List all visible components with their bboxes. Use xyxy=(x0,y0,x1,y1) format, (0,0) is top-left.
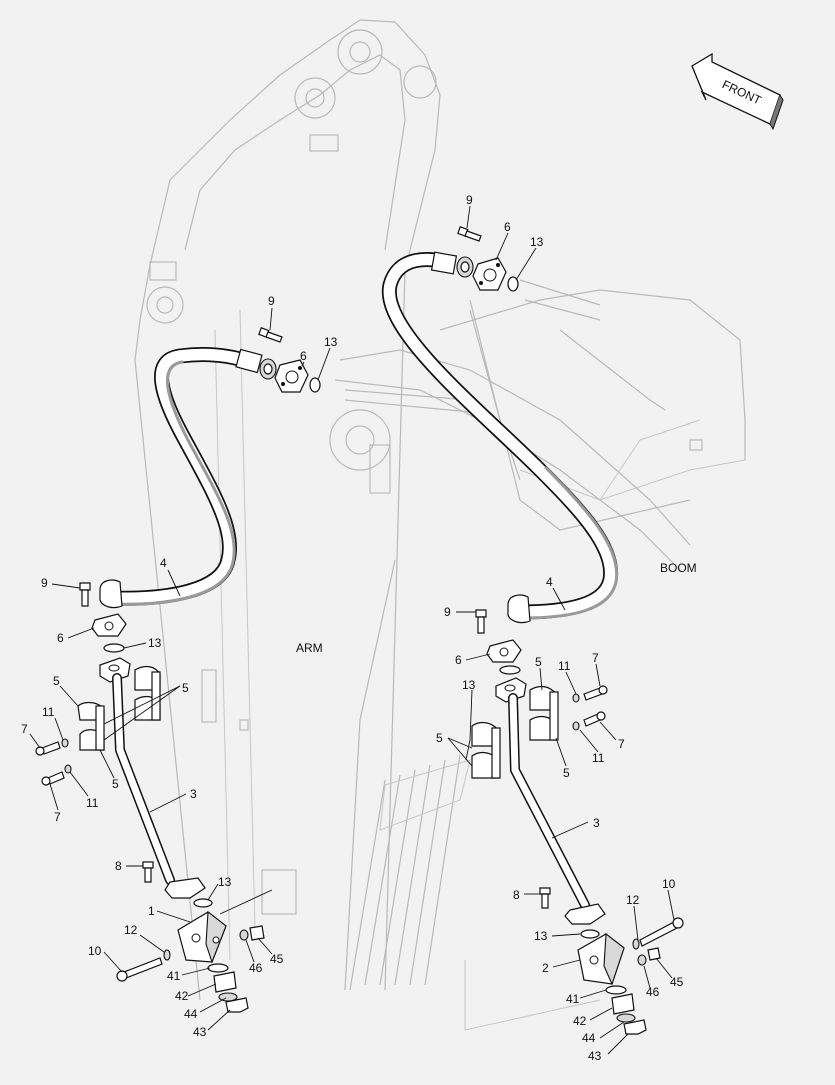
callout-5: 5 xyxy=(535,655,542,669)
callout-6: 6 xyxy=(300,349,307,363)
o-ring-top-left xyxy=(309,377,321,393)
callout-45: 45 xyxy=(270,952,284,966)
callout-45: 45 xyxy=(670,975,684,989)
callout-11: 11 xyxy=(42,705,55,719)
callout-12: 12 xyxy=(626,893,640,907)
right-lower-assembly xyxy=(471,594,684,1035)
callouts: 9 6 13 9 6 13 4 4 9 6 13 5 5 5 11 7 11 7… xyxy=(21,193,684,1063)
callout-13: 13 xyxy=(530,235,544,249)
callout-13: 13 xyxy=(462,678,476,692)
callout-11: 11 xyxy=(558,659,571,673)
callout-8: 8 xyxy=(513,888,520,902)
callout-44: 44 xyxy=(582,1031,596,1045)
callout-9: 9 xyxy=(41,576,48,590)
callout-7: 7 xyxy=(592,651,599,665)
callout-13: 13 xyxy=(148,636,162,650)
callout-6: 6 xyxy=(504,220,511,234)
callout-13: 13 xyxy=(218,875,232,889)
callout-11: 11 xyxy=(592,751,605,765)
callout-1: 1 xyxy=(148,904,155,918)
callout-46: 46 xyxy=(646,985,660,999)
callout-8: 8 xyxy=(115,859,122,873)
callout-13: 13 xyxy=(534,929,548,943)
callout-3: 3 xyxy=(190,787,197,801)
arm-label: ARM xyxy=(296,641,323,655)
callout-4: 4 xyxy=(546,575,553,589)
callout-6: 6 xyxy=(455,653,462,667)
callout-5: 5 xyxy=(53,674,60,688)
callout-5: 5 xyxy=(182,681,189,695)
machine-outline xyxy=(134,19,746,1031)
callout-9: 9 xyxy=(268,294,275,308)
hose-fittings-top xyxy=(235,251,474,380)
boom-label: BOOM xyxy=(660,561,697,575)
callout-42: 42 xyxy=(573,1014,587,1028)
callout-5: 5 xyxy=(563,766,570,780)
callout-10: 10 xyxy=(88,944,102,958)
callout-9: 9 xyxy=(444,605,451,619)
callout-41: 41 xyxy=(167,969,181,983)
front-arrow: FRONT xyxy=(691,52,784,131)
callout-11: 11 xyxy=(86,796,99,810)
callout-43: 43 xyxy=(193,1025,207,1039)
bolt-top-left xyxy=(258,327,283,343)
callout-10: 10 xyxy=(662,877,676,891)
split-flange-top-left xyxy=(274,359,309,393)
callout-12: 12 xyxy=(124,923,138,937)
callout-43: 43 xyxy=(588,1049,602,1063)
callout-7: 7 xyxy=(618,737,625,751)
callout-6: 6 xyxy=(57,631,64,645)
callout-7: 7 xyxy=(54,810,61,824)
callout-3: 3 xyxy=(593,816,600,830)
callout-44: 44 xyxy=(184,1007,198,1021)
leader-lines xyxy=(29,205,675,1055)
right-hose xyxy=(381,252,619,620)
callout-7: 7 xyxy=(21,722,28,736)
callout-41: 41 xyxy=(566,992,580,1006)
callout-2: 2 xyxy=(542,961,549,975)
split-flange-top-right xyxy=(472,257,507,291)
callout-13: 13 xyxy=(324,335,338,349)
bolt-top-right xyxy=(457,226,482,242)
callout-42: 42 xyxy=(175,989,189,1003)
callout-9: 9 xyxy=(466,193,473,207)
o-ring-top-right xyxy=(507,276,519,292)
callout-5: 5 xyxy=(436,731,443,745)
callout-5: 5 xyxy=(112,777,119,791)
left-hose xyxy=(102,346,258,606)
callout-4: 4 xyxy=(160,556,167,570)
callout-46: 46 xyxy=(249,961,263,975)
